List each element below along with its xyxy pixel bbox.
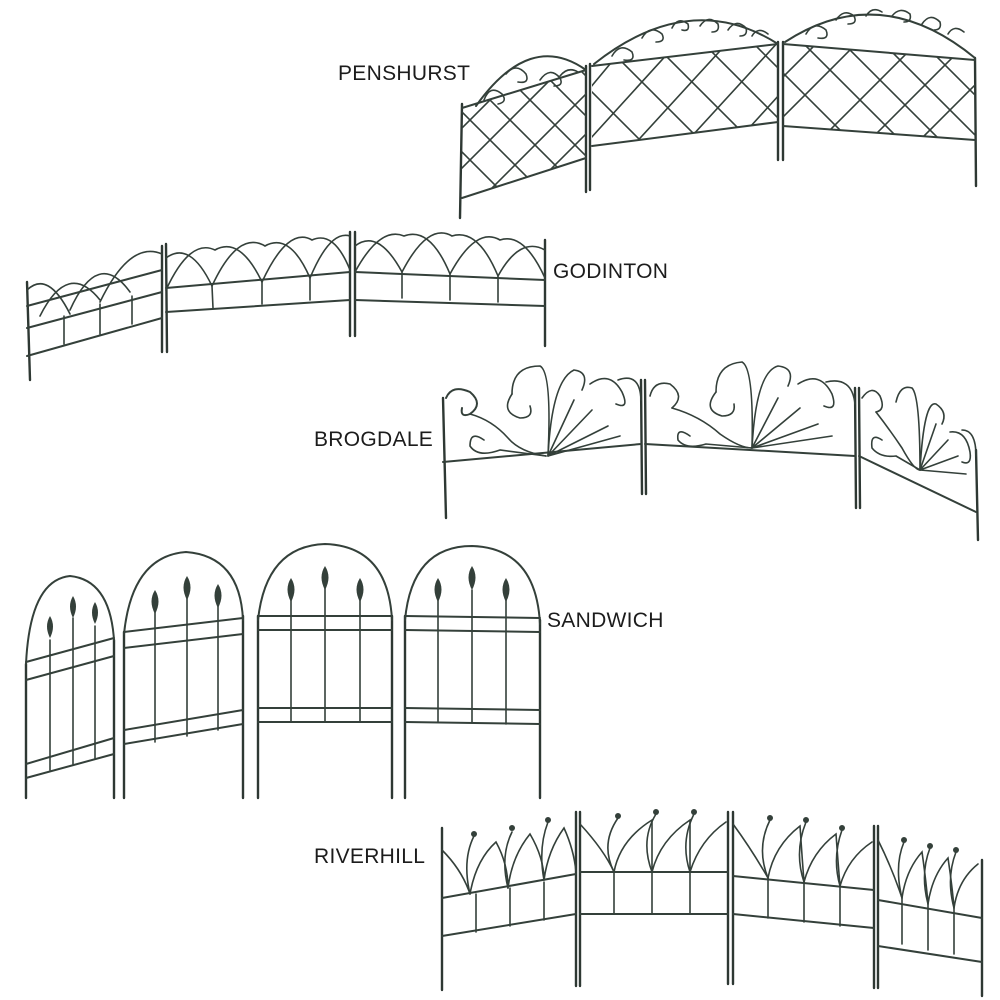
riverhill-posts xyxy=(440,810,984,998)
fence-brogdale xyxy=(441,361,980,542)
fence-riverhill xyxy=(440,809,984,998)
label-godinton: GODINTON xyxy=(553,260,669,283)
sandwich-panel-1 xyxy=(24,575,116,800)
godinton-panel-1 xyxy=(26,250,163,357)
brogdale-panel-1 xyxy=(442,365,642,463)
fence-penshurst xyxy=(458,8,978,220)
riverhill-panel-3 xyxy=(732,815,875,929)
godinton-panel-3 xyxy=(354,232,546,307)
penshurst-panel-1 xyxy=(461,55,587,199)
sandwich-panel-2 xyxy=(122,551,245,800)
fence-godinton xyxy=(25,230,547,382)
penshurst-panel-3 xyxy=(782,8,976,141)
sandwich-panel-3 xyxy=(256,543,394,800)
label-brogdale: BROGDALE xyxy=(314,428,434,451)
brogdale-panel-2 xyxy=(644,361,856,457)
label-sandwich: SANDWICH xyxy=(547,609,664,632)
godinton-panel-2 xyxy=(165,234,351,313)
brogdale-panel-3 xyxy=(858,386,977,513)
riverhill-panel-1 xyxy=(441,817,577,937)
godinton-posts xyxy=(25,230,547,382)
riverhill-panel-4 xyxy=(877,837,983,963)
penshurst-posts xyxy=(458,40,978,220)
fence-sandwich xyxy=(24,543,542,800)
label-penshurst: PENSHURST xyxy=(338,62,471,85)
label-riverhill: RIVERHILL xyxy=(314,845,426,868)
penshurst-panel-2 xyxy=(591,18,779,147)
sandwich-panel-4 xyxy=(403,545,542,800)
riverhill-panel-2 xyxy=(579,809,729,915)
